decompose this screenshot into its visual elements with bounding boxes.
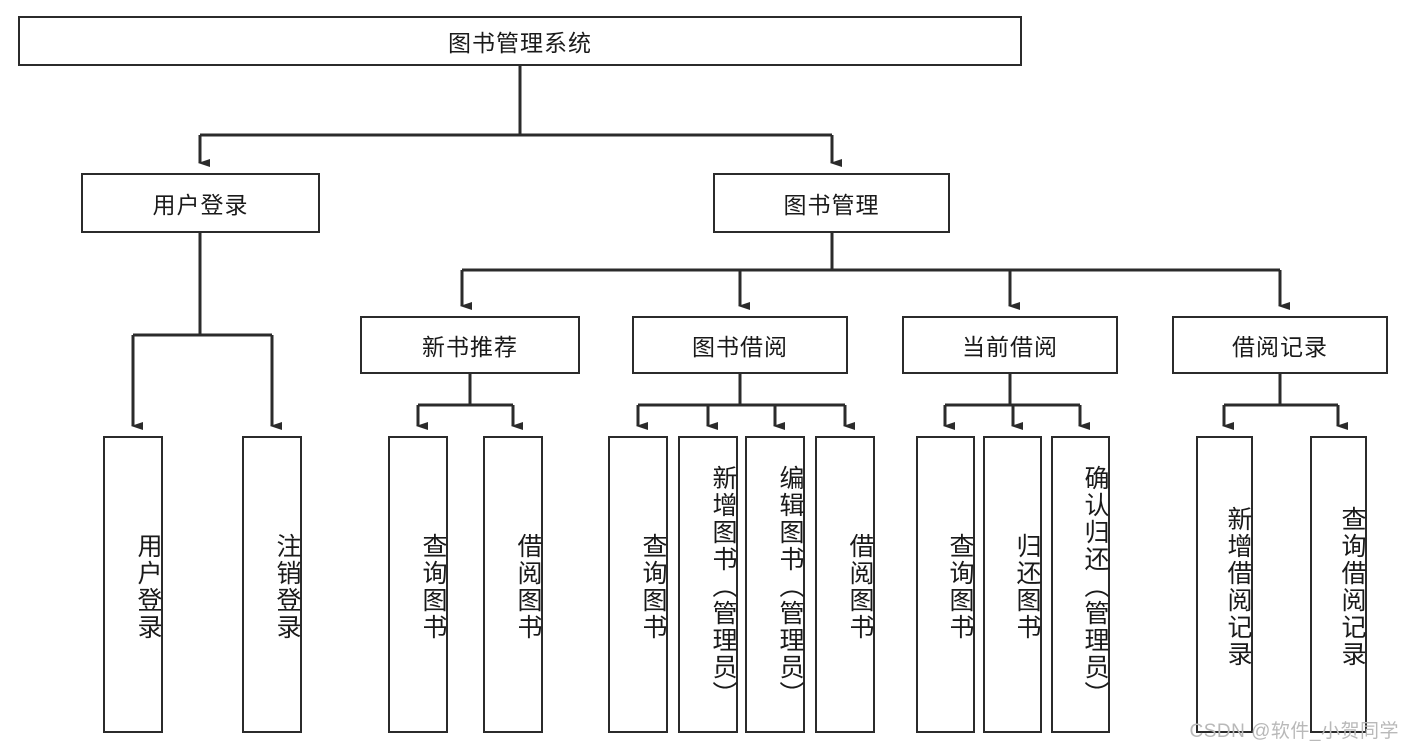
leaf-query-books-recommend[interactable]: 查询图书 [388,436,448,733]
leaf-edit-book-admin[interactable]: 编辑图书（管理员） [745,436,805,733]
node-root[interactable]: 图书管理系统 [18,16,1022,66]
leaf-query-borrow-record[interactable]: 查询借阅记录 [1310,436,1367,733]
leaf-add-book-admin[interactable]: 新增图书（管理员） [678,436,738,733]
leaf-logout[interactable]: 注销登录 [242,436,302,733]
watermark-text: CSDN @软件_小贺同学 [1189,721,1399,742]
leaf-return-book[interactable]: 归还图书 [983,436,1042,733]
node-user-login[interactable]: 用户登录 [81,173,320,233]
node-new-book-recommend[interactable]: 新书推荐 [360,316,580,374]
node-book-management[interactable]: 图书管理 [713,173,950,233]
leaf-query-books-current[interactable]: 查询图书 [916,436,975,733]
leaf-user-login[interactable]: 用户登录 [103,436,163,733]
leaf-confirm-return-admin[interactable]: 确认归还（管理员） [1051,436,1110,733]
leaf-query-books-borrow[interactable]: 查询图书 [608,436,668,733]
node-current-borrow[interactable]: 当前借阅 [902,316,1118,374]
leaf-borrow-book[interactable]: 借阅图书 [815,436,875,733]
node-book-borrow[interactable]: 图书借阅 [632,316,848,374]
leaf-add-borrow-record[interactable]: 新增借阅记录 [1196,436,1253,733]
leaf-borrow-books-recommend[interactable]: 借阅图书 [483,436,543,733]
node-borrow-records[interactable]: 借阅记录 [1172,316,1388,374]
